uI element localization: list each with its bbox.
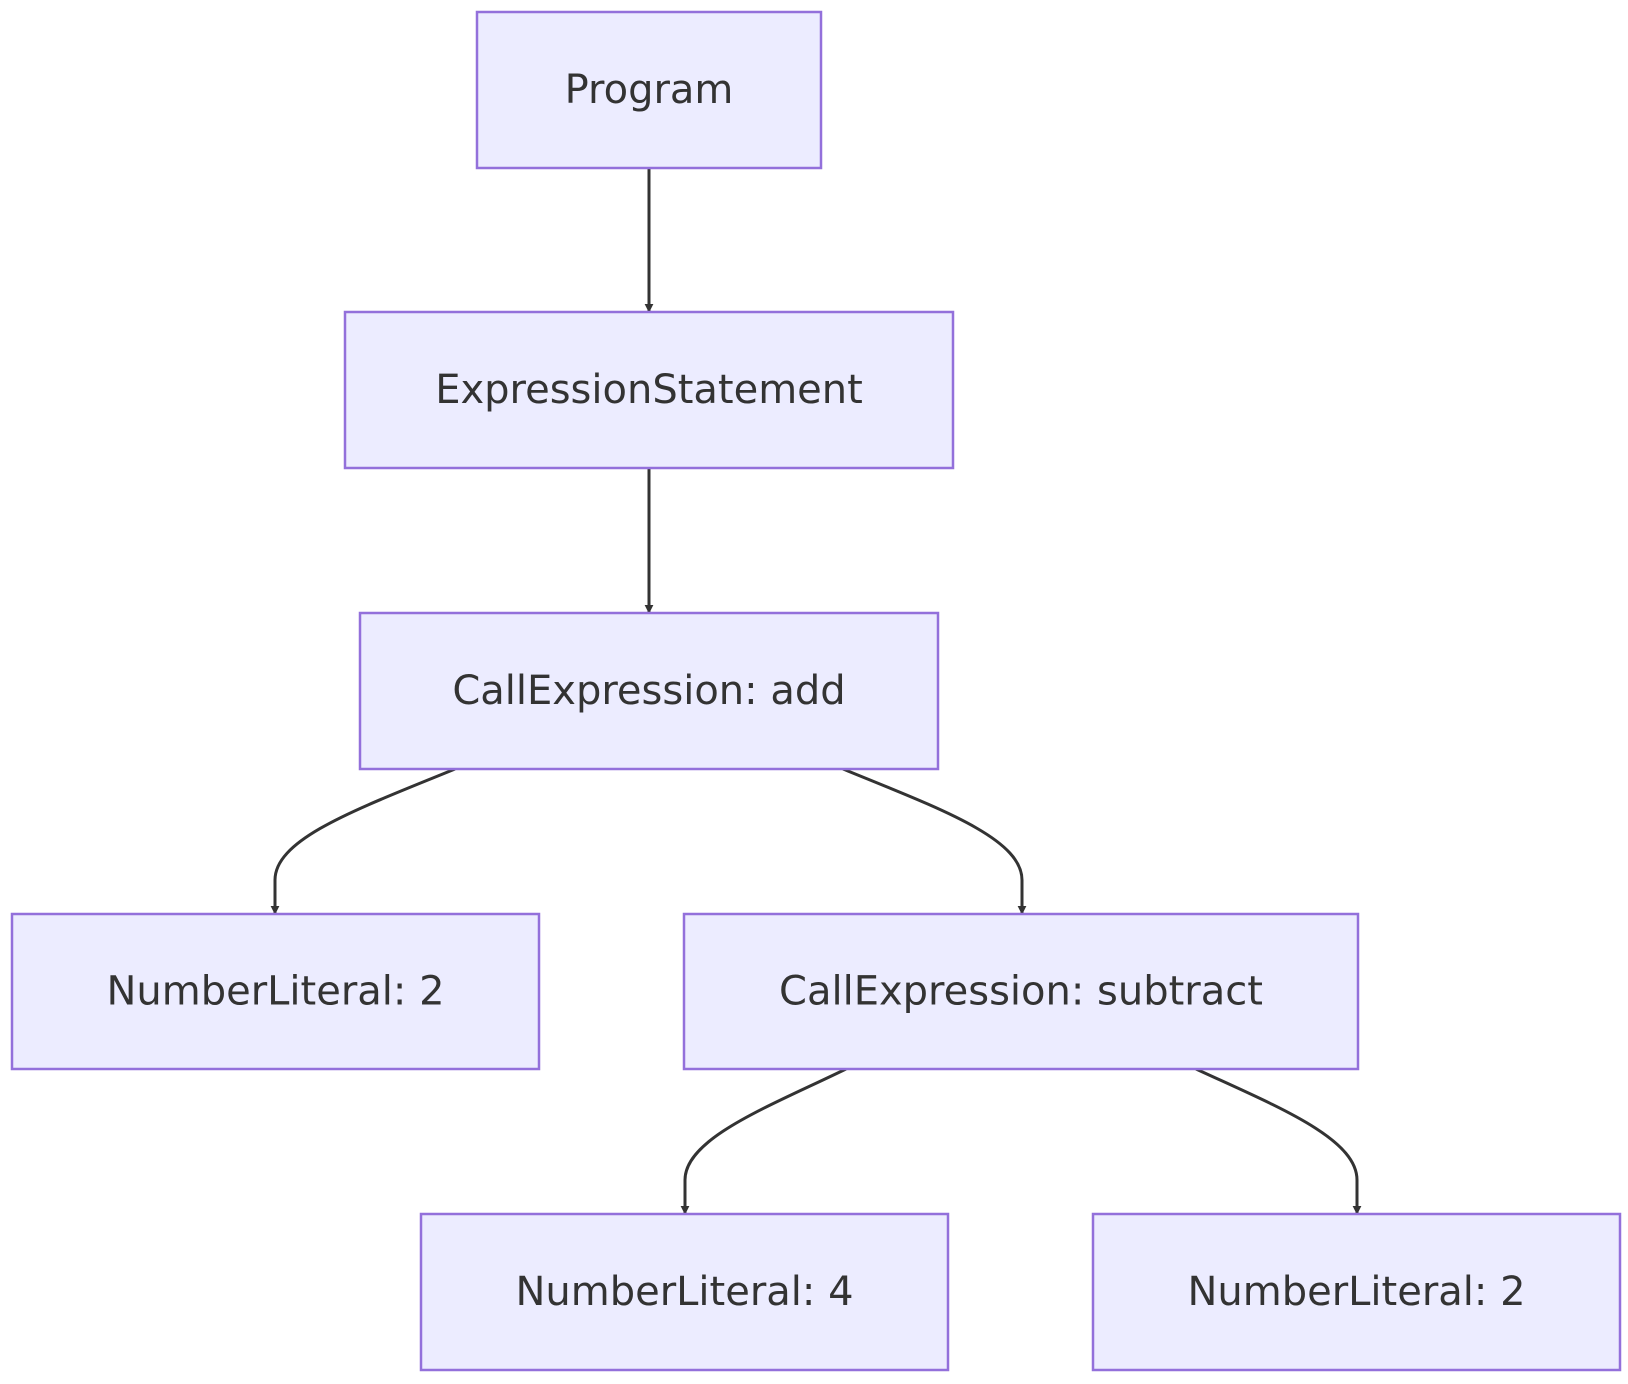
edge-call-expression-subtract-to-number-literal-4 bbox=[680, 1067, 847, 1215]
node-box bbox=[682, 912, 1360, 1071]
node-program: Program bbox=[475, 10, 823, 170]
nodes-layer: ProgramExpressionStatementCallExpression… bbox=[10, 10, 1622, 1372]
edge-call-expression-add-to-number-literal-2-left bbox=[270, 767, 456, 915]
node-number-literal-4: NumberLiteral: 4 bbox=[419, 1212, 950, 1372]
node-call-expression-add: CallExpression: add bbox=[358, 611, 940, 771]
node-label: Program bbox=[565, 67, 734, 113]
node-box bbox=[358, 611, 940, 771]
node-box bbox=[343, 310, 955, 470]
edge-call-expression-add-to-call-expression-subtract bbox=[842, 767, 1027, 915]
node-label: ExpressionStatement bbox=[435, 367, 863, 413]
node-label: NumberLiteral: 4 bbox=[515, 1269, 853, 1315]
edge-call-expression-subtract-to-number-literal-2-right bbox=[1195, 1067, 1362, 1215]
node-call-expression-subtract: CallExpression: subtract bbox=[682, 912, 1360, 1071]
node-label: CallExpression: add bbox=[452, 668, 845, 714]
node-label: CallExpression: subtract bbox=[779, 969, 1263, 1015]
node-number-literal-2-left: NumberLiteral: 2 bbox=[10, 912, 541, 1071]
node-label: NumberLiteral: 2 bbox=[106, 969, 444, 1015]
node-box bbox=[475, 10, 823, 170]
node-label: NumberLiteral: 2 bbox=[1187, 1269, 1525, 1315]
node-number-literal-2-right: NumberLiteral: 2 bbox=[1091, 1212, 1622, 1372]
node-box bbox=[419, 1212, 950, 1372]
node-expression-statement: ExpressionStatement bbox=[343, 310, 955, 470]
edges-layer bbox=[270, 168, 1362, 1215]
node-box bbox=[10, 912, 541, 1071]
node-box bbox=[1091, 1212, 1622, 1372]
